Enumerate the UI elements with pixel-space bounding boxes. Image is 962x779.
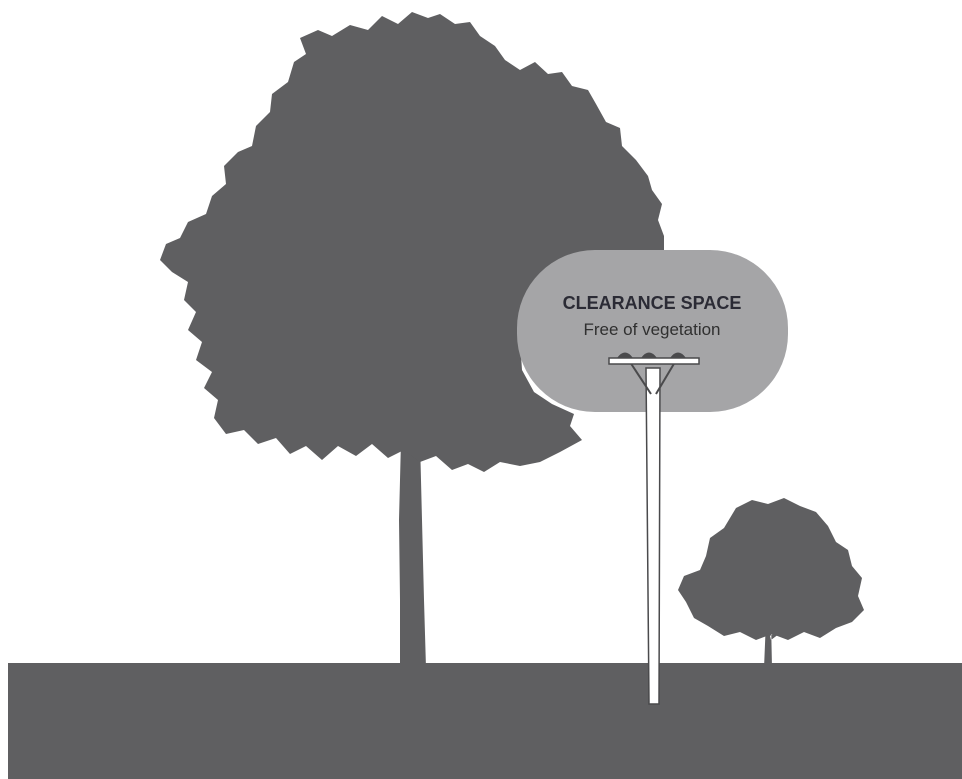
small-tree-canopy	[678, 498, 864, 640]
clearance-title: CLEARANCE SPACE	[563, 293, 742, 313]
pole-shaft	[646, 368, 660, 704]
small-tree	[678, 498, 864, 668]
pole-crossarm	[609, 358, 699, 364]
clearance-subtitle: Free of vegetation	[583, 320, 720, 339]
ground	[8, 663, 962, 779]
large-tree-trunk	[399, 440, 426, 668]
